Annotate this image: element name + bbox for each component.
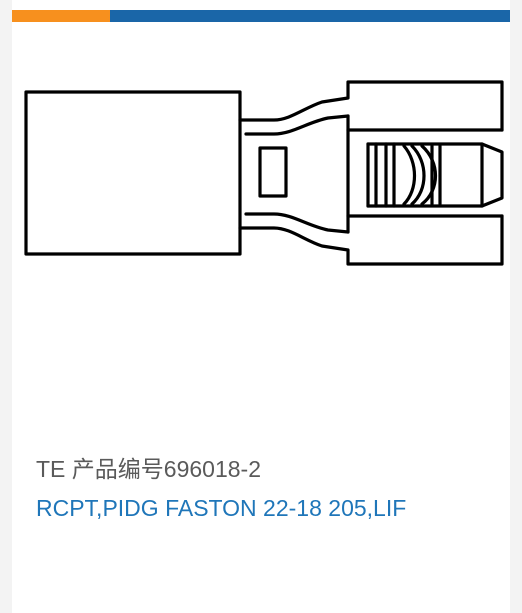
product-image[interactable] <box>12 22 510 314</box>
product-description-link[interactable]: RCPT,PIDG FASTON 22-18 205,LIF <box>36 495 407 521</box>
part-number-label: TE 产品编号 <box>36 456 164 482</box>
accent-bar-orange <box>12 10 110 22</box>
part-number-line: TE 产品编号696018-2 <box>36 450 261 484</box>
part-number-value: 696018-2 <box>163 456 261 482</box>
accent-bar <box>12 10 510 22</box>
accent-bar-blue <box>110 10 510 22</box>
faston-receptacle-drawing-icon <box>24 80 504 266</box>
